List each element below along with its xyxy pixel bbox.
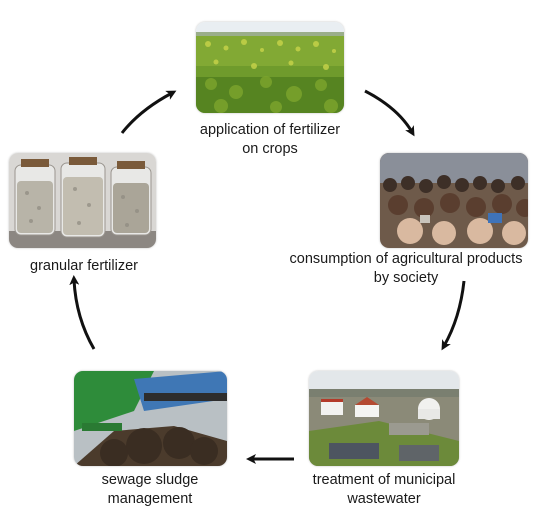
crop-field-photo (196, 22, 344, 113)
sludge-caption: sewage sludge management (80, 471, 220, 509)
consumption-caption-line1: consumption of agricultural products (289, 251, 523, 267)
sludge-caption-line1: sewage sludge (101, 472, 199, 488)
crowd-photo (380, 153, 528, 248)
crops-caption: application of fertilizer on crops (170, 121, 370, 159)
fertilizer-jars-photo (9, 153, 156, 248)
arrow-sludge-to-granular (69, 275, 96, 350)
consumption-caption-line2: by society (373, 270, 439, 286)
crops-caption-line1: application of fertilizer (199, 122, 341, 138)
treatment-caption-line2: wastewater (347, 491, 421, 507)
granular-caption: granular fertilizer (8, 257, 160, 276)
arrow-crops-to-consumption (364, 89, 415, 137)
granular-caption-line1: granular fertilizer (30, 258, 138, 274)
crops-caption-line2: on crops (242, 141, 298, 157)
sludge-caption-line2: management (107, 491, 193, 507)
treatment-caption: treatment of municipal wastewater (294, 471, 474, 509)
sludge-processing-photo (74, 371, 227, 466)
treatment-caption-line1: treatment of municipal (312, 472, 456, 488)
arrow-granular-to-crops (120, 90, 177, 134)
arrow-consumption-to-treatment (441, 280, 466, 351)
consumption-caption: consumption of agricultural products by … (274, 250, 538, 288)
wastewater-plant-photo (309, 371, 459, 466)
